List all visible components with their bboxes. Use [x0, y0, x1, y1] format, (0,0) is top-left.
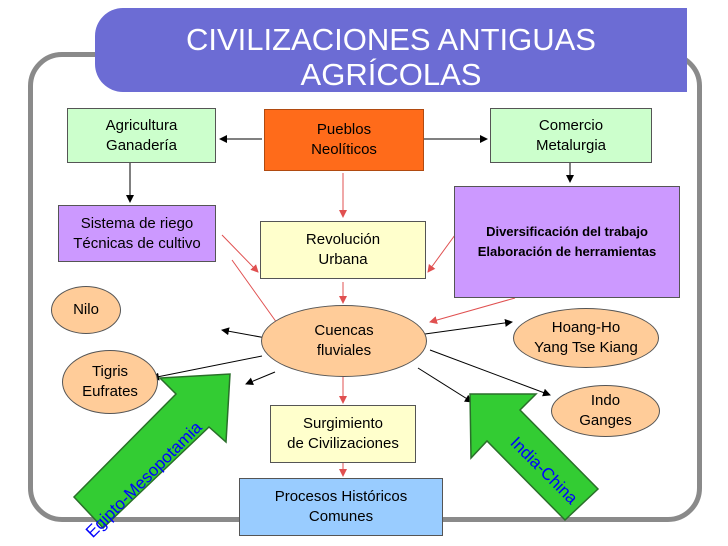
ellipse-nilo-text: Nilo: [73, 301, 99, 318]
ellipse-tigris-text: Tigris Eufrates: [82, 363, 138, 400]
title-underline: [96, 92, 692, 96]
ellipse-tigris-eufrates: Tigris Eufrates: [62, 350, 158, 414]
box-revolucion-text: Revolución Urbana: [305, 231, 381, 268]
arrow-diversificacion-to-cuencas: [429, 297, 516, 324]
ellipse-cuencas-fluviales: Cuencas fluviales: [261, 305, 427, 377]
box-agricultura-text: Agricultura Ganadería: [105, 116, 178, 154]
ellipse-hoang-ho: Hoang-Ho Yang Tse Kiang: [513, 308, 659, 368]
box-diversificacion: Diversificación del trabajo Elaboración …: [454, 186, 680, 298]
big-arrow-egipto-mesopotamia: [72, 373, 231, 530]
arrow-sistema-to-revolucion: [221, 234, 259, 273]
page-title: CIVILIZACIONES ANTIGUAS AGRÍCOLAS: [95, 22, 687, 92]
box-surgimiento: Surgimiento de Civilizaciones: [270, 405, 416, 463]
box-comercio-text: Comercio Metalurgia: [535, 116, 607, 154]
arrow-cuencas-left-down: [245, 371, 276, 386]
box-procesos-text: Procesos Históricos Comunes: [274, 488, 408, 525]
ellipse-indo-text: Indo Ganges: [579, 392, 632, 429]
arrow-cuencas-to-hoang: [424, 318, 513, 335]
box-procesos-historicos: Procesos Históricos Comunes: [239, 478, 443, 536]
arrow-cuencas-to-indo: [429, 349, 551, 397]
box-pueblos-text: Pueblos Neolíticos: [311, 121, 377, 158]
arrow-cuencas-to-nilo: [221, 327, 267, 339]
box-revolucion-urbana: Revolución Urbana: [260, 221, 426, 279]
ellipse-hoang-text: Hoang-Ho Yang Tse Kiang: [534, 319, 638, 356]
title-line-2: AGRÍCOLAS: [300, 57, 482, 92]
box-diversificacion-text: Diversificación del trabajo Elaboración …: [477, 224, 657, 259]
box-sistema-text: Sistema de riego Técnicas de cultivo: [73, 214, 201, 252]
box-agricultura: Agricultura Ganadería: [67, 108, 216, 163]
arrow-cuencas-to-tigris: [151, 355, 263, 381]
box-surgimiento-text: Surgimiento de Civilizaciones: [287, 415, 399, 452]
title-line-1: CIVILIZACIONES ANTIGUAS: [186, 22, 596, 57]
box-pueblos-neoliticos: Pueblos Neolíticos: [264, 109, 424, 171]
title-banner: [95, 8, 687, 92]
big-arrow-india-china: [469, 393, 600, 522]
arrow-cuencas-right-down: [417, 367, 473, 403]
ellipse-cuencas-text: Cuencas fluviales: [314, 322, 374, 359]
arrow-sistema-to-cuencas: [231, 259, 283, 331]
box-sistema-riego: Sistema de riego Técnicas de cultivo: [58, 205, 216, 262]
ellipse-nilo: Nilo: [51, 286, 121, 334]
arrow-diversificacion-to-revolucion: [427, 234, 456, 273]
ellipse-indo-ganges: Indo Ganges: [551, 385, 660, 437]
box-comercio: Comercio Metalurgia: [490, 108, 652, 163]
